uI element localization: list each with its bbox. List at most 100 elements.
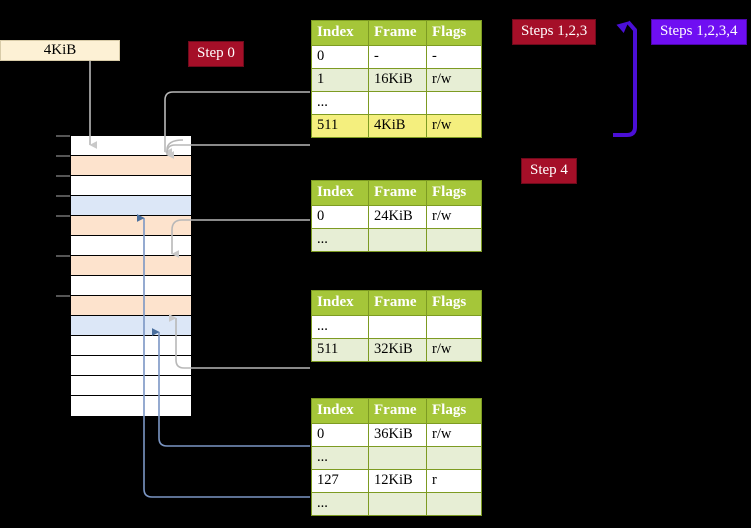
- steps-123-badge: Steps 1,2,3: [512, 19, 597, 45]
- table-cell: 4KiB: [368, 114, 427, 138]
- step-0-badge: Step 0: [188, 41, 244, 67]
- memory-frame-row: [71, 236, 191, 256]
- table-cell: ...: [311, 228, 369, 252]
- table-cell: r/w: [426, 68, 482, 92]
- memory-frame-row: [71, 296, 191, 316]
- table-cell: ...: [311, 91, 369, 115]
- connector-t2-row511-to-block: [169, 314, 310, 369]
- column-header-index: Index: [311, 20, 369, 46]
- column-header-frame: Frame: [368, 20, 427, 46]
- table-cell: 32KiB: [368, 338, 427, 362]
- step-4-badge: Step 4: [521, 158, 577, 184]
- table-cell: 511: [311, 338, 369, 362]
- column-header-index: Index: [311, 180, 369, 206]
- memory-frame-row: [71, 156, 191, 176]
- table-row: ...: [311, 315, 482, 339]
- column-header-flags: Flags: [426, 398, 482, 424]
- table-cell: [368, 91, 427, 115]
- table-cell: [426, 228, 482, 252]
- column-header-index: Index: [311, 290, 369, 316]
- table-row: 0--: [311, 45, 482, 69]
- table-cell: [368, 315, 427, 339]
- table-cell: r/w: [426, 114, 482, 138]
- table-cell: 1: [311, 68, 369, 92]
- table-cell: [426, 315, 482, 339]
- memory-frame-row: [71, 136, 191, 156]
- table-cell: -: [368, 45, 427, 69]
- memory-row-tick: [56, 295, 70, 297]
- table-cell: 127: [311, 469, 369, 493]
- table-cell: [368, 228, 427, 252]
- steps-1234-badge: Steps 1,2,3,4: [651, 19, 747, 45]
- table-cell: ...: [311, 492, 369, 516]
- memory-size-label: 4KiB: [0, 40, 120, 61]
- memory-frame-row: [71, 176, 191, 196]
- step-4-label: Step 4: [530, 162, 568, 178]
- memory-row-tick: [56, 195, 70, 197]
- steps-bracket-arrow: [613, 20, 637, 137]
- table-cell: ...: [311, 446, 369, 470]
- column-header-flags: Flags: [426, 20, 482, 46]
- table-cell: r/w: [426, 205, 482, 229]
- table-cell: [368, 492, 427, 516]
- column-header-frame: Frame: [368, 398, 427, 424]
- memory-frame-row: [71, 256, 191, 276]
- step-0-label: Step 0: [197, 45, 235, 61]
- memory-frame-row: [71, 396, 191, 416]
- column-header-flags: Flags: [426, 290, 482, 316]
- column-header-frame: Frame: [368, 180, 427, 206]
- table-row: ...: [311, 446, 482, 470]
- table-row: ...: [311, 228, 482, 252]
- memory-frame-row: [71, 216, 191, 236]
- table-cell: 24KiB: [368, 205, 427, 229]
- memory-row-tick: [56, 255, 70, 257]
- table-cell: 0: [311, 205, 369, 229]
- table-cell: 12KiB: [368, 469, 427, 493]
- memory-frame-row: [71, 276, 191, 296]
- table-row: ...: [311, 492, 482, 516]
- memory-frame-row: [71, 336, 191, 356]
- memory-frame-row: [71, 376, 191, 396]
- memory-row-tick: [56, 155, 70, 157]
- table-cell: [426, 446, 482, 470]
- table-cell: [368, 446, 427, 470]
- table-cell: r/w: [426, 423, 482, 447]
- table-cell: [426, 492, 482, 516]
- table-cell: 511: [311, 114, 369, 138]
- column-header-frame: Frame: [368, 290, 427, 316]
- column-header-flags: Flags: [426, 180, 482, 206]
- column-header-index: Index: [311, 398, 369, 424]
- steps-123-label: Steps 1,2,3: [521, 23, 588, 39]
- table-cell: [426, 91, 482, 115]
- table-cell: 0: [311, 423, 369, 447]
- memory-frame-row: [71, 316, 191, 336]
- memory-row-tick: [56, 175, 70, 177]
- memory-row-tick: [56, 135, 70, 137]
- table-cell: 36KiB: [368, 423, 427, 447]
- memory-frame-row: [71, 196, 191, 216]
- memory-size-text: 4KiB: [43, 42, 77, 58]
- table-cell: -: [426, 45, 482, 69]
- table-row: ...: [311, 91, 482, 115]
- table-cell: 16KiB: [368, 68, 427, 92]
- steps-1234-label: Steps 1,2,3,4: [660, 23, 738, 39]
- memory-row-tick: [56, 215, 70, 217]
- memory-frame-row: [71, 356, 191, 376]
- table-cell: 0: [311, 45, 369, 69]
- physical-memory-block: [70, 135, 191, 416]
- table-cell: r: [426, 469, 482, 493]
